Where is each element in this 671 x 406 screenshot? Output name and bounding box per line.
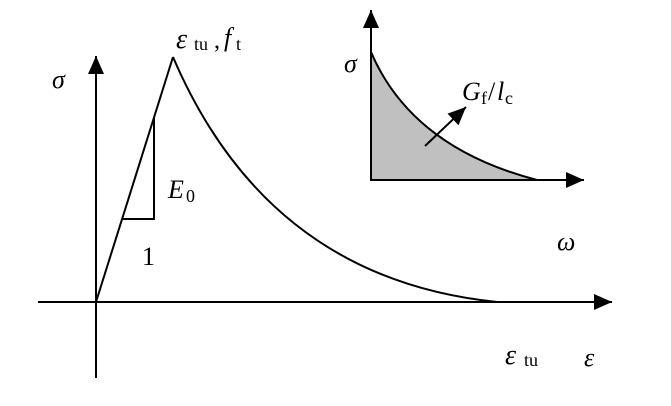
area-slash: / [488, 77, 496, 106]
inset-y-axis-label: σ [344, 49, 358, 78]
peak-strain-sub: tu [194, 34, 208, 54]
area-arrow [424, 106, 467, 147]
inset-x-axis-label: ω [557, 227, 575, 256]
end-strain-sub: tu [524, 350, 538, 370]
fracture-energy-area [371, 52, 537, 180]
peak-label: ε tu , f t [176, 23, 241, 55]
peak-strain-symbol: ε [176, 24, 187, 55]
end-strain-label: ε tu [505, 340, 538, 371]
slope-symbol: E [167, 175, 184, 204]
area-label: G f / l c [462, 77, 513, 108]
softening-curve [172, 56, 498, 303]
inset-softening-curve [370, 51, 538, 181]
area-l-sub: c [505, 88, 513, 108]
end-strain-symbol: ε [505, 340, 516, 371]
inset-plot: σ ω G f / l c [344, 10, 584, 256]
area-l: l [497, 77, 504, 106]
main-x-axis-label: ε [584, 343, 595, 372]
slope-label: E 0 [167, 175, 195, 206]
main-y-axis-label: σ [52, 65, 66, 94]
slope-sub: 0 [186, 186, 195, 206]
peak-stress-symbol: f [224, 23, 235, 52]
peak-stress-sub: t [236, 34, 241, 54]
peak-separator: , [214, 28, 220, 54]
slope-triangle [123, 117, 155, 220]
area-g-sub: f [481, 88, 487, 108]
area-g: G [462, 77, 481, 106]
linear-branch [95, 56, 174, 303]
slope-run-label: 1 [142, 242, 155, 271]
